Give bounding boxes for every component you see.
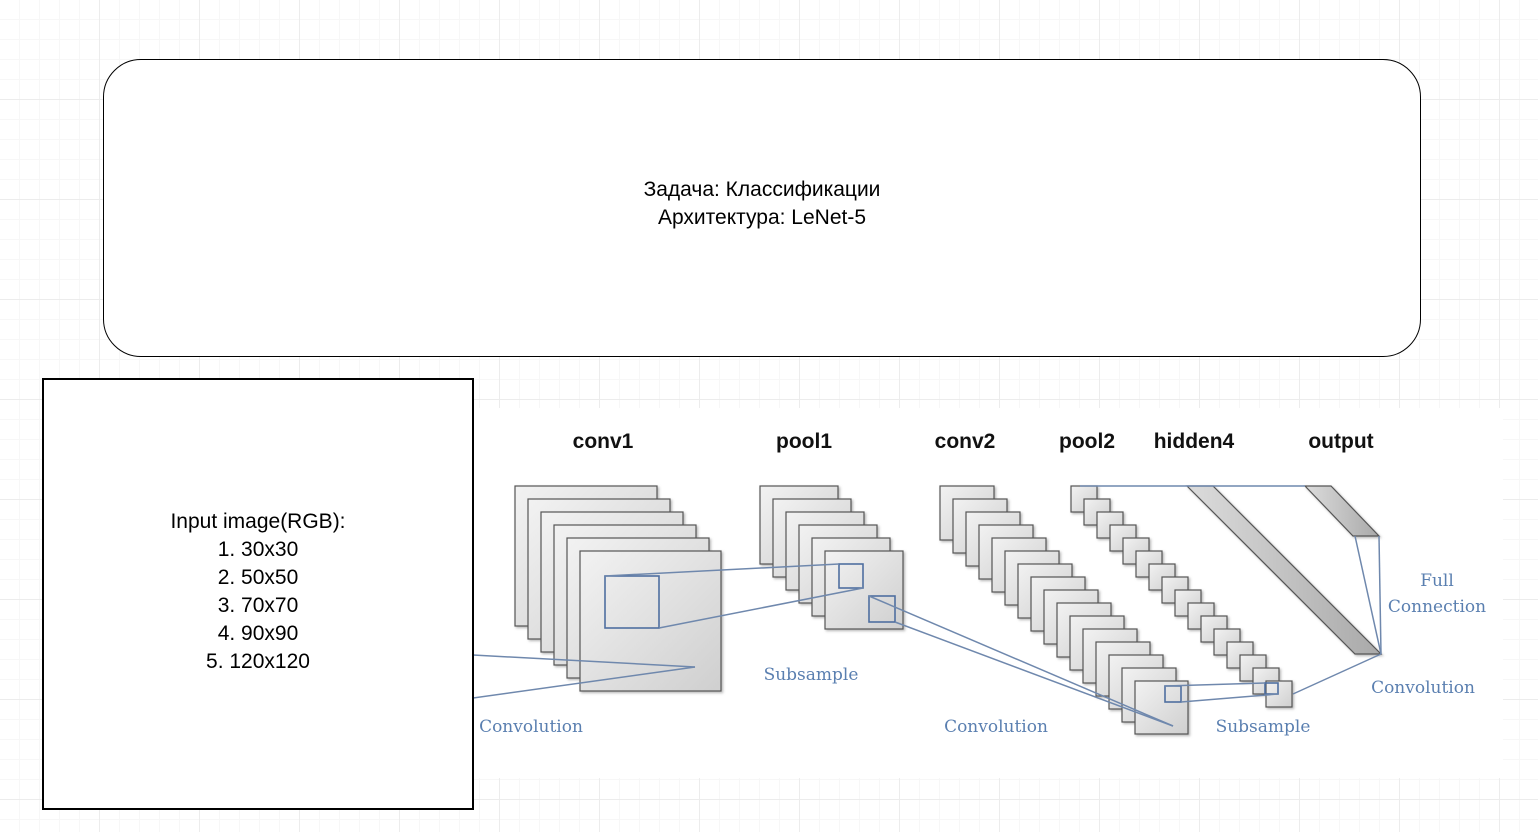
operation-label: Convolution [944, 717, 1048, 737]
conv1-feature-maps [514, 485, 722, 692]
input-size-item: 5. 120x120 [206, 650, 310, 673]
operation-label: Subsample [1216, 717, 1311, 737]
layer-label: conv1 [573, 430, 634, 453]
task-line: Задача: Классификации [643, 178, 881, 201]
lenet-diagram-svg: conv1 pool1 conv2 pool2 hidden4 output [473, 430, 1486, 737]
operation-label: Full [1420, 571, 1454, 591]
conv2-feature-maps [939, 485, 1189, 735]
input-size-item: 2. 50x50 [217, 566, 299, 589]
pool2-feature-maps [1070, 485, 1293, 708]
input-title: Input image(RGB): [170, 510, 346, 533]
input-image-box[interactable]: Input image(RGB): 1. 30x30 2. 50x50 3. 7… [42, 378, 474, 810]
input-size-item: 1. 30x30 [217, 538, 299, 561]
receptive-field-boxes [604, 563, 1279, 703]
operation-label: Connection [1388, 597, 1486, 617]
operation-label: Convolution [479, 717, 583, 737]
layer-label: pool1 [776, 430, 832, 453]
pool1-feature-maps [759, 485, 904, 630]
operation-label: Subsample [764, 665, 859, 685]
task-description-box[interactable]: Задача: Классификации Архитектура: LeNet… [103, 59, 1421, 357]
architecture-line: Архитектура: LeNet-5 [657, 206, 867, 229]
layer-label: hidden4 [1154, 430, 1235, 453]
input-size-item: 4. 90x90 [217, 622, 299, 645]
layer-label: conv2 [935, 430, 996, 453]
lenet-diagram[interactable]: conv1 pool1 conv2 pool2 hidden4 output [473, 408, 1503, 778]
layer-label: output [1308, 430, 1373, 453]
output-layer [1303, 485, 1381, 537]
input-size-item: 3. 70x70 [217, 594, 299, 617]
connection-lines [473, 485, 1382, 727]
layer-label: pool2 [1059, 430, 1115, 453]
operation-label: Convolution [1371, 678, 1475, 698]
